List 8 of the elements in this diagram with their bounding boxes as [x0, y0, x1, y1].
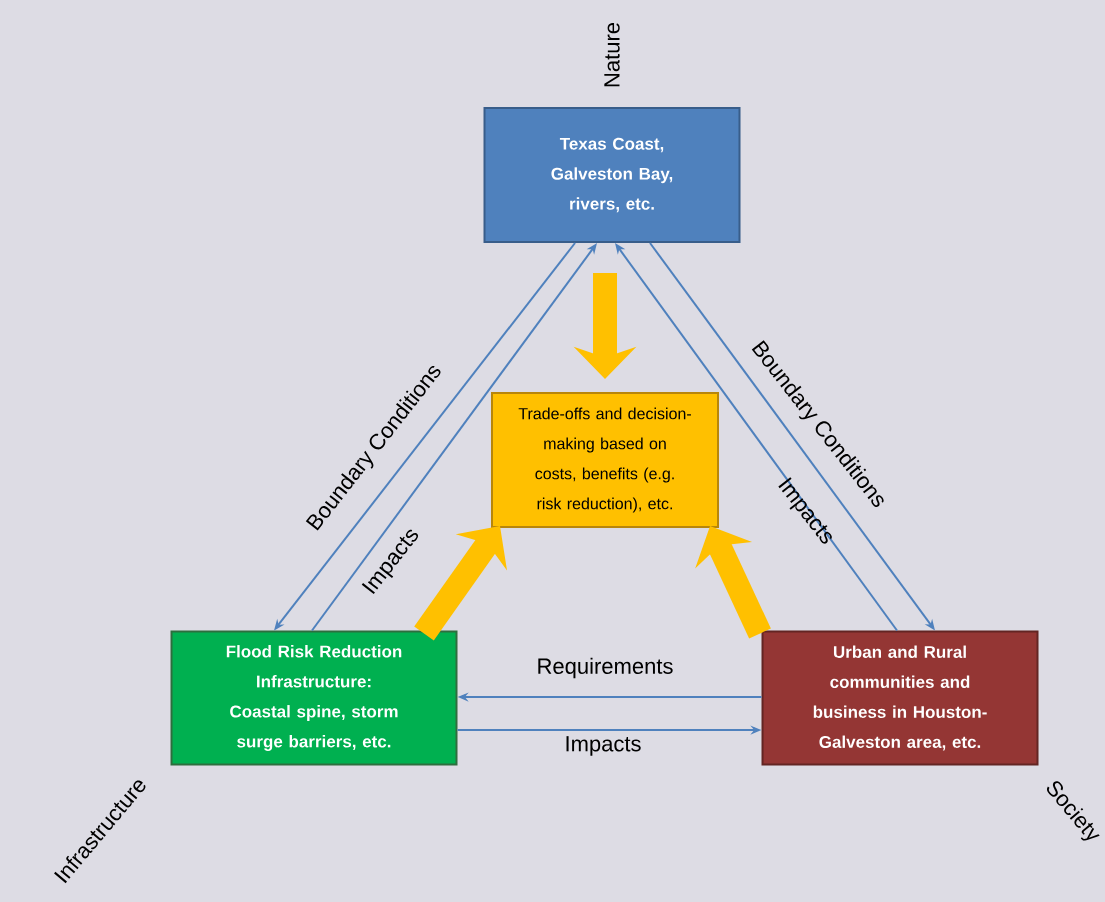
arrow: [695, 526, 771, 639]
box: Trade-offs and decision-making based on costs, benefits (e.g. risk reduction), etc.: [491, 392, 719, 528]
box: Texas Coast, Galveston Bay, rivers, etc.: [483, 107, 741, 243]
edge-label: Impacts: [566, 736, 641, 756]
corner-label: Nature: [604, 22, 620, 87]
edge-label: Requirements: [538, 657, 673, 679]
box: Flood Risk Reduction Infrastructure: Coastal spine, storm surge barriers, etc.: [170, 630, 458, 766]
box: Urban and Rural communities and business in Houston-Galveston area, etc.: [761, 630, 1039, 766]
